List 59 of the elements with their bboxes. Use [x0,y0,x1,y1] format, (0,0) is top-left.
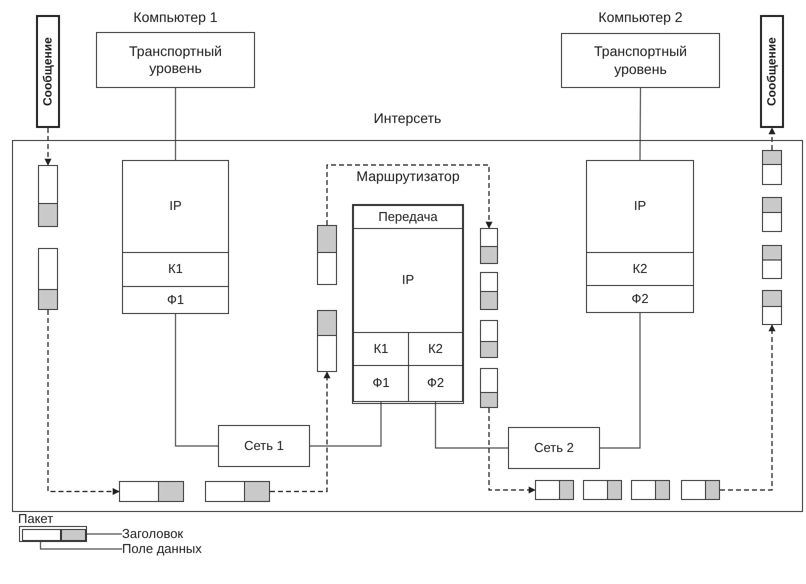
legend-label: Заголовок [122,526,184,542]
network-box: Сеть 2 [508,427,600,469]
dashed-arrow [488,408,536,494]
router-label: Маршрутизатор [356,168,460,184]
message-box: Сообщение [760,15,784,128]
packet [681,480,720,500]
message-box: Сообщение [36,15,60,128]
packet [480,272,498,310]
packet [762,150,782,185]
network-box: Сеть 1 [218,425,310,467]
packet [317,310,337,372]
computer-label: Компьютер 2 [598,9,683,25]
protocol-layer: IP [586,160,694,253]
protocol-layer: Ф2 [586,285,694,313]
packet [205,481,270,502]
protocol-layer: К1 [122,252,229,287]
packet [480,228,498,264]
packet [583,480,622,500]
protocol-layer: К2 [586,252,694,286]
connector-line [639,88,642,160]
packet [480,320,498,358]
data-field [22,529,61,541]
dashed-arrow [44,128,52,166]
packet [762,245,782,279]
connector-line [600,313,641,449]
packet [38,165,58,227]
leader-line [40,540,122,550]
dashed-arrow [326,164,492,229]
packet [762,197,782,232]
packet [480,368,498,408]
dashed-arrow [720,324,776,491]
transport-layer-box: Транспортный уровень [96,32,255,88]
protocol-layer: Ф2 [408,365,463,402]
protocol-layer: Ф1 [122,286,229,314]
protocol-layer: Передача [353,205,463,229]
packet [119,481,184,502]
dashed-arrow [270,371,330,492]
connector-line [434,402,508,449]
legend-label: Поле данных [122,541,202,557]
network-title: Интерсеть [374,110,442,126]
connector-line [174,88,176,160]
packet [38,248,58,310]
protocol-layer: Ф1 [353,365,409,402]
connector-line [174,314,218,447]
packet-caption: Пакет [18,511,54,526]
packet [535,480,574,500]
dashed-arrow [768,127,776,150]
protocol-layer: IP [353,228,463,333]
packet [19,526,87,542]
computer-label: Компьютер 1 [133,9,218,25]
leader-line [85,533,122,535]
packet [317,225,337,285]
header-field [61,529,86,541]
connector-line [310,402,382,447]
packet [762,290,782,325]
protocol-layer: IP [122,160,229,253]
packet [631,480,670,500]
dashed-arrow [47,310,120,495]
transport-layer-box: Транспортный уровень [561,33,720,88]
